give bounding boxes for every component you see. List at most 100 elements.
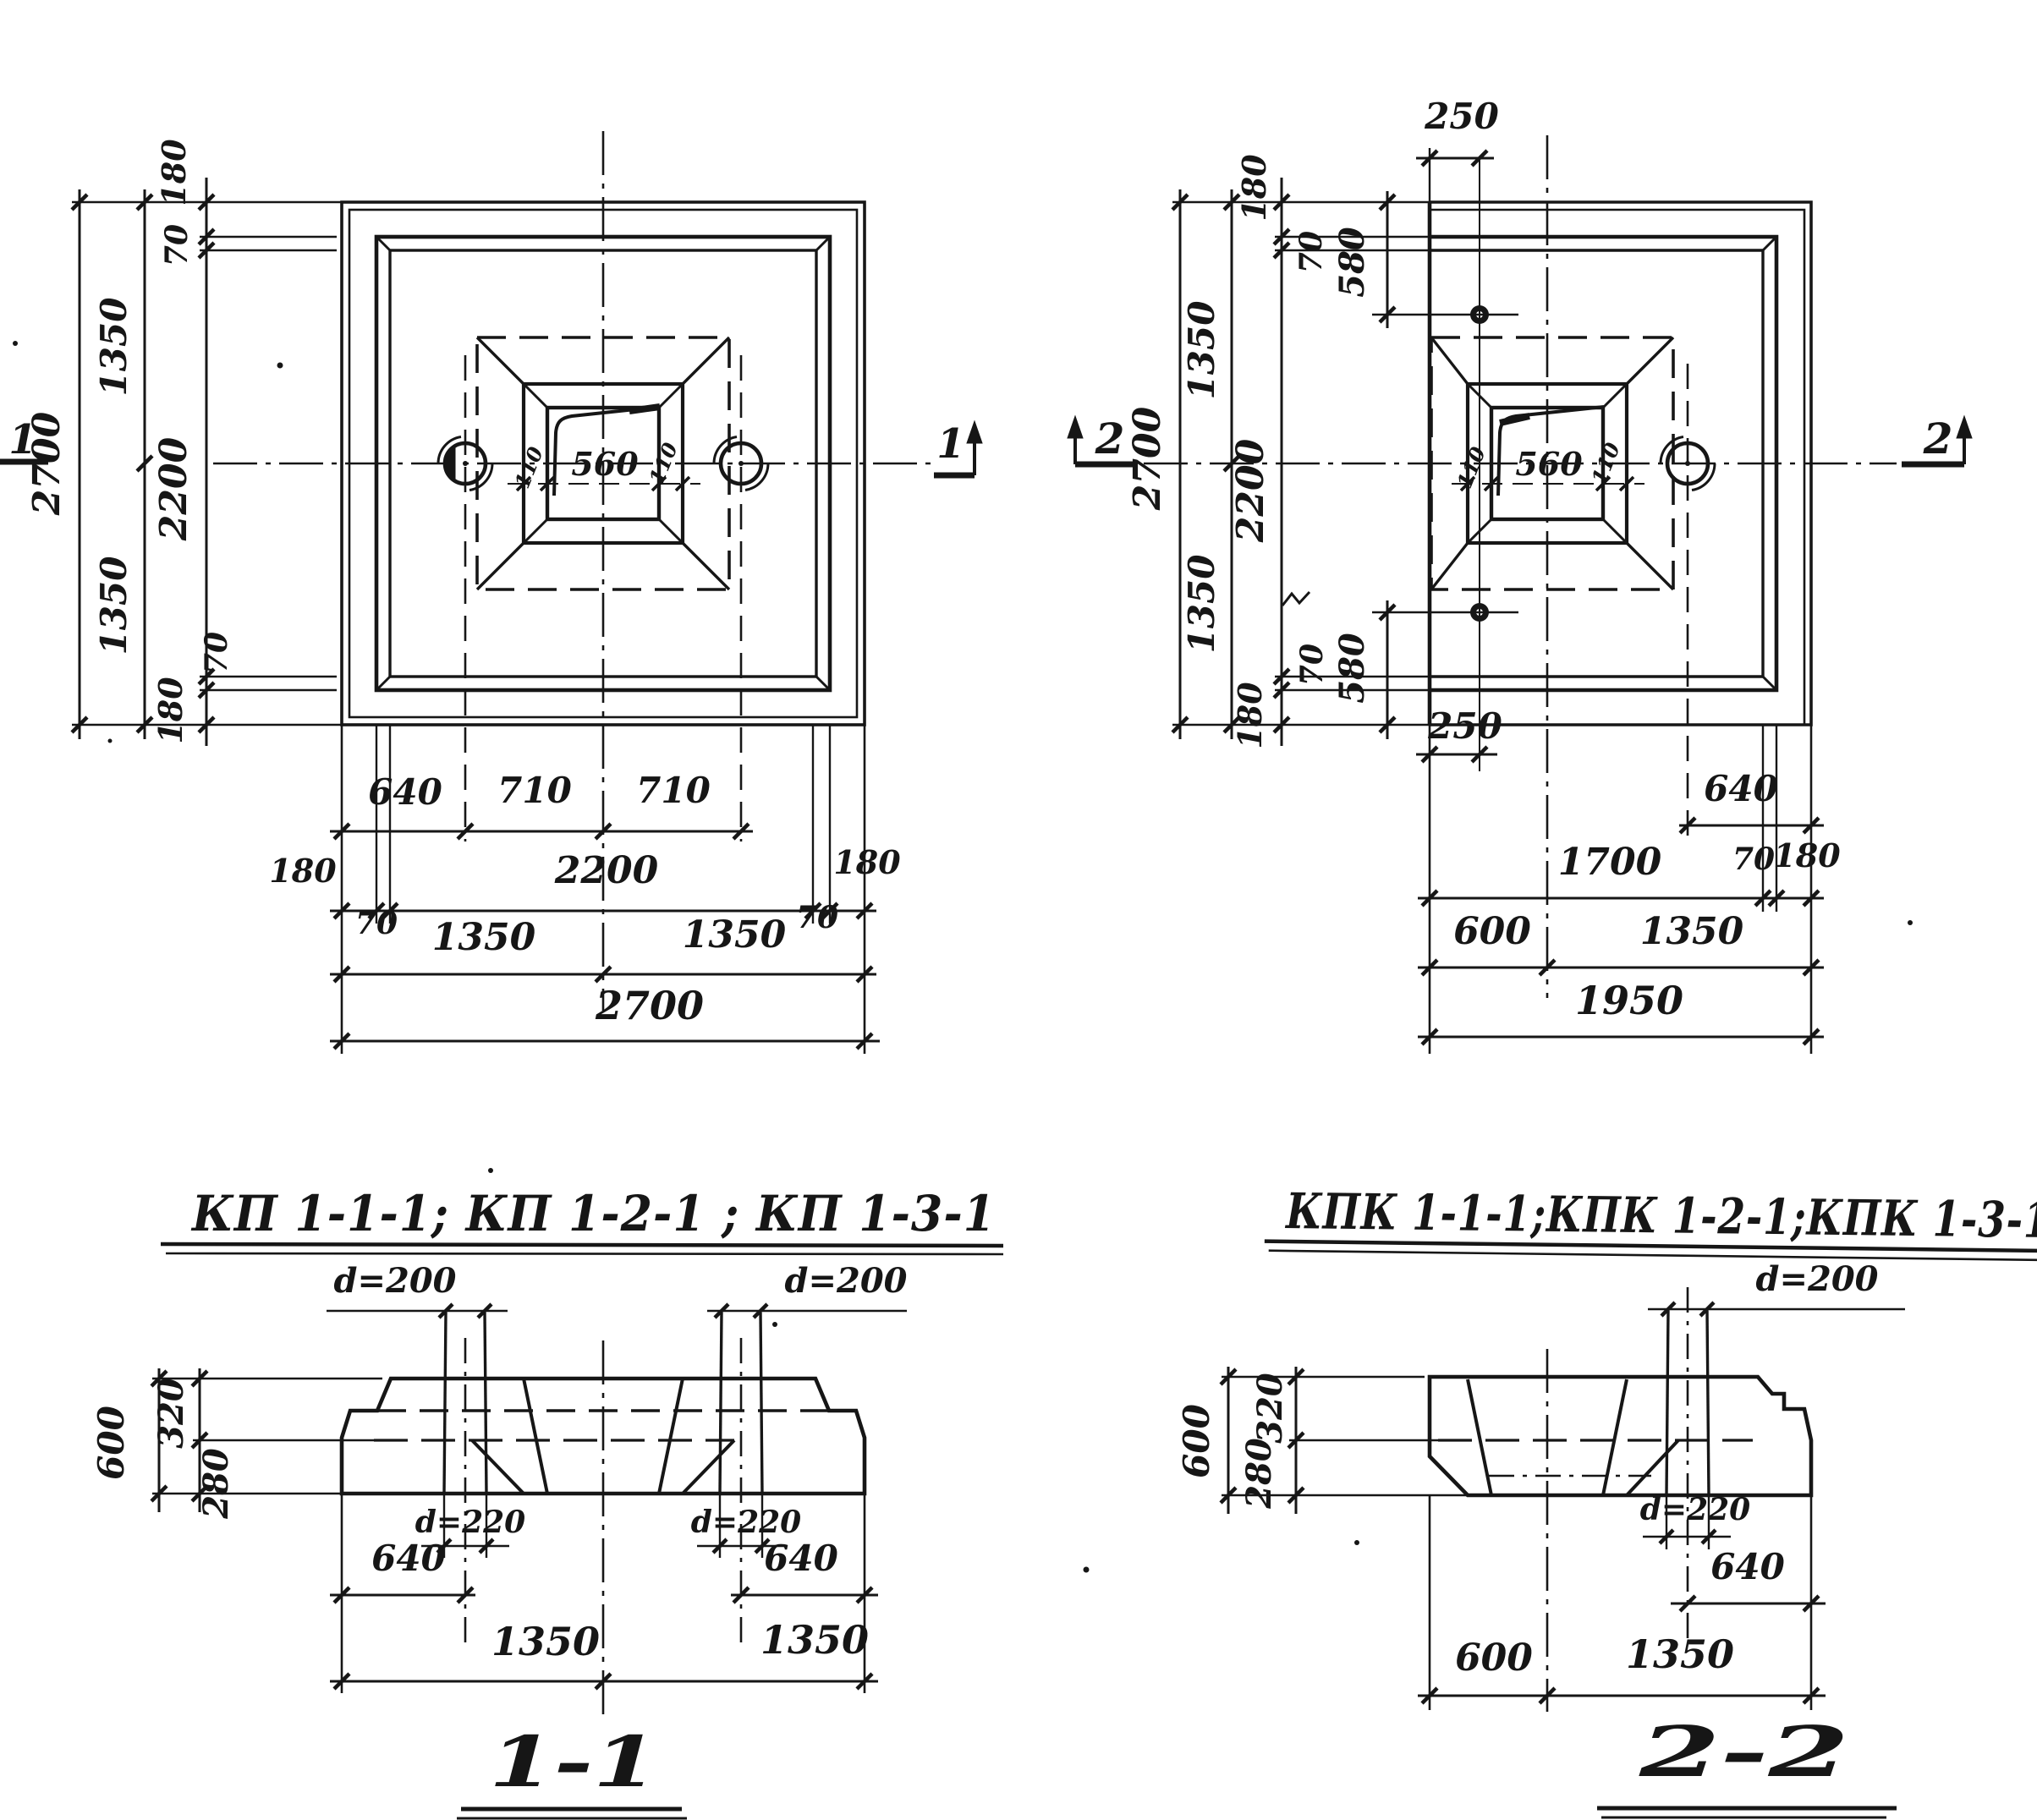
kp-band-miter — [375, 235, 392, 252]
dim-label-rp-580-top: 580 — [1332, 227, 1372, 298]
tick-mark — [135, 715, 154, 734]
ink-speck — [488, 1168, 493, 1173]
tick-mark — [436, 1538, 453, 1554]
s2-pipe-wall — [1665, 1310, 1670, 1496]
tick-mark — [1538, 1686, 1557, 1705]
tick-mark — [855, 965, 874, 984]
tick-mark — [855, 1586, 874, 1604]
dim-label-lp-2700-left: 2700 — [25, 411, 69, 516]
dim-label-lp-180-bot: 180 — [151, 677, 189, 744]
ink-squiggle — [1281, 590, 1311, 606]
s2-body-outline — [1427, 1374, 1814, 1498]
dim-label-lp-710-a: 710 — [497, 770, 572, 811]
tick-mark — [855, 902, 874, 920]
kp-band-miter — [375, 675, 392, 692]
tick-mark — [1470, 149, 1489, 167]
tick-mark — [1660, 1301, 1677, 1318]
tick-mark — [754, 1538, 771, 1554]
kp-band-miter — [815, 235, 832, 252]
tick-mark — [1420, 958, 1439, 977]
kpk-socket-bevel — [1601, 382, 1628, 409]
dim-label-rp-180-top: 180 — [1235, 154, 1273, 222]
tick-mark — [197, 667, 216, 686]
tick-mark — [1378, 603, 1397, 622]
dim-label-lp-1350-lower: 1350 — [93, 556, 135, 655]
tick-mark — [437, 1302, 454, 1319]
kpk-socket-bevel — [1601, 518, 1628, 545]
ink-speck — [1354, 1540, 1359, 1545]
tick-mark — [332, 902, 351, 920]
dim-label-rp-2200: 2200 — [1229, 438, 1272, 543]
tick-mark — [1802, 1594, 1820, 1613]
scan-specks — [13, 341, 1913, 1573]
kpk-hole-ring-arc — [1691, 463, 1716, 491]
dim-label-rp-2700: 2700 — [1126, 406, 1169, 511]
dim-label-s2-600b: 600 — [1455, 1636, 1533, 1680]
tick-mark — [190, 1369, 209, 1388]
tick-mark — [1171, 193, 1189, 211]
section-2-2 — [1427, 1287, 1814, 1712]
dim-label-s2-640: 640 — [1710, 1546, 1785, 1587]
dim-label-lp-2700-c4: 2700 — [595, 983, 704, 1028]
s1-cavity-slope — [470, 1439, 525, 1495]
dim-label-lp-2200-c2: 2200 — [554, 849, 659, 892]
kp-socket-dim-tick — [651, 475, 667, 492]
kpk-hole-ring-arc — [1659, 436, 1684, 464]
tick-mark — [135, 193, 154, 211]
titles: КП 1-1-1; КП 1-2-1 ; КП 1-3-1 КПК 1-1-1;… — [160, 1182, 2037, 1820]
tick-mark — [1272, 715, 1291, 734]
dim-label-lp-710-b: 710 — [636, 770, 711, 811]
dim-label-rp-180-c: 180 — [1773, 836, 1841, 874]
dim-label-lp-sec1-left: 1 — [8, 416, 36, 463]
kp-slope-arris — [681, 541, 731, 591]
tick-mark — [190, 1484, 209, 1503]
dim-label-rp-70-bot: 70 — [1294, 644, 1330, 686]
ink-speck — [1908, 920, 1913, 925]
dim-label-rp-600: 600 — [1453, 910, 1531, 953]
plan-kp-dims-bottom — [330, 725, 880, 1054]
tick-mark — [1378, 715, 1397, 734]
s1-socket-wall — [522, 1378, 549, 1494]
dim-label-s1-d220-r: d=220 — [691, 1505, 801, 1540]
dim-label-s1-640-r: 640 — [764, 1538, 838, 1579]
tick-mark — [1287, 1368, 1305, 1386]
dim-label-rp-1350-low: 1350 — [1181, 555, 1222, 654]
tick-mark — [476, 1302, 493, 1319]
tick-mark — [1700, 1528, 1717, 1545]
dim-label-s2-280: 280 — [1239, 1438, 1279, 1510]
kpk-socket-dim-tick — [1618, 475, 1635, 492]
tick-mark — [1420, 149, 1439, 167]
kpk-slope-arris — [1430, 541, 1469, 591]
dim-label-s2-d220: d=220 — [1640, 1492, 1750, 1527]
tick-mark — [711, 1538, 728, 1554]
s1-socket-wall — [657, 1378, 684, 1494]
dim-label-lp-1350-c3r: 1350 — [683, 913, 787, 957]
dim-label-rp-580-bot: 580 — [1332, 633, 1372, 704]
tick-mark — [855, 1672, 874, 1691]
tick-mark — [367, 902, 386, 920]
kpk-socket-dim-tick — [1459, 475, 1476, 492]
tick-mark — [594, 965, 612, 984]
dim-label-s1-600: 600 — [91, 1406, 132, 1480]
section2-arrow-left-head — [1067, 414, 1084, 439]
s2-socket-wall — [1601, 1379, 1628, 1496]
tick-mark — [1802, 1028, 1820, 1046]
tick-mark — [1678, 816, 1697, 835]
dim-label-s1-280: 280 — [196, 1448, 236, 1520]
dim-label-lp-560: 560 — [571, 445, 639, 483]
section-2-2-dims — [1219, 1301, 1905, 1710]
kp-title-underline — [160, 1242, 1004, 1248]
tick-mark — [1219, 1368, 1238, 1386]
dim-label-rp-1350-c: 1350 — [1640, 910, 1744, 953]
kp-band-miter — [815, 675, 832, 692]
tick-mark — [1767, 889, 1786, 907]
dim-label-s2-d200: d=200 — [1756, 1259, 1879, 1299]
tick-mark — [1658, 1528, 1675, 1545]
tick-mark — [332, 1586, 351, 1604]
tick-mark — [1538, 958, 1557, 977]
tick-mark — [197, 241, 216, 260]
kp-socket-bevel — [657, 382, 684, 409]
kp-hole-ring-arc — [436, 436, 462, 464]
tick-mark — [1272, 681, 1291, 699]
